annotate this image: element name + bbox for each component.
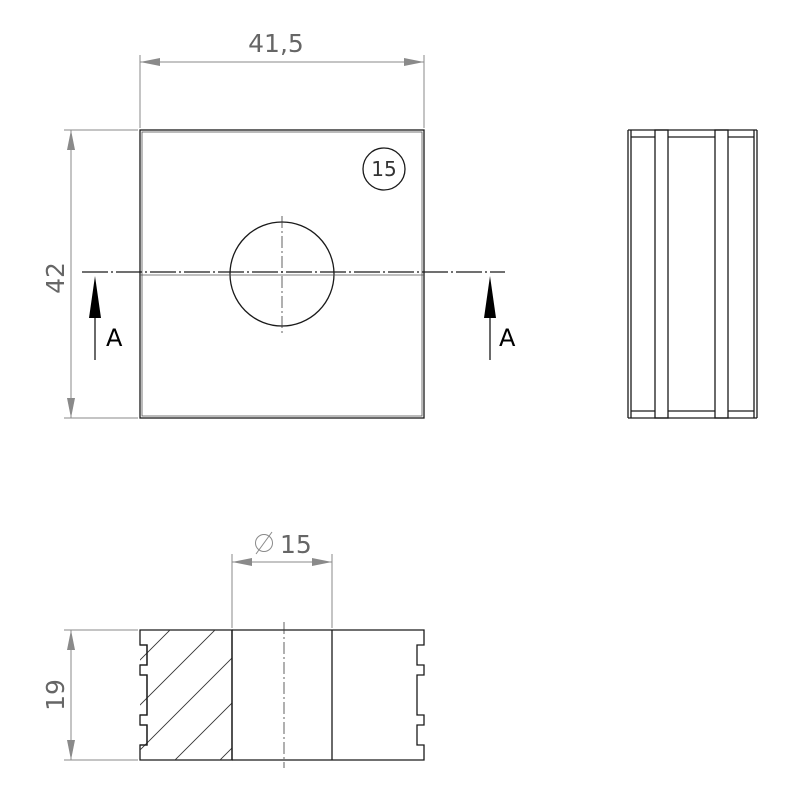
section-label-left: A — [106, 324, 123, 352]
section-hatching — [140, 630, 232, 760]
diameter-dimension: 15 — [231, 530, 333, 628]
diameter-symbol — [255, 531, 273, 555]
side-view-rib — [714, 129, 729, 419]
front-view-inner-edge — [141, 131, 423, 417]
section-arrow-right — [484, 276, 496, 360]
section-arrow-left — [89, 276, 101, 360]
thickness-dimension: 19 — [41, 629, 138, 761]
width-dimension-text: 41,5 — [248, 29, 304, 58]
side-view — [627, 129, 758, 419]
side-view-rib — [654, 129, 669, 419]
height-dimension-text: 42 — [41, 262, 70, 294]
section-right-half — [332, 629, 425, 761]
section-label-right: A — [499, 324, 516, 352]
size-badge — [362, 147, 406, 191]
size-badge-text: 15 — [371, 157, 396, 181]
section-view — [139, 622, 425, 768]
thickness-dimension-text: 19 — [41, 679, 70, 711]
front-view: 15 A A — [82, 129, 516, 419]
section-left-half — [139, 629, 233, 761]
front-view-outline — [139, 129, 425, 419]
diameter-dimension-text: 15 — [280, 530, 312, 559]
width-dimension: 41,5 — [139, 29, 425, 128]
height-dimension: 42 — [41, 129, 138, 419]
